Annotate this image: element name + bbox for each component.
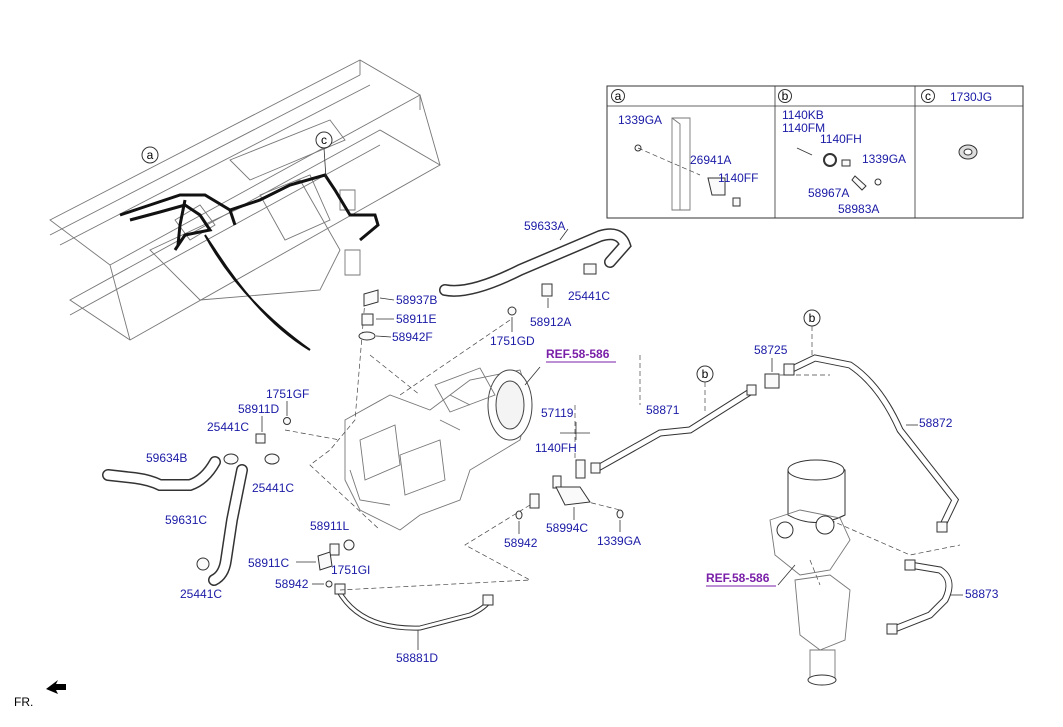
fitting-58911L [329, 543, 340, 556]
oring-58942F [358, 331, 376, 341]
legend-b-58983A: 58983A [838, 202, 879, 216]
clamp-25441C-top [583, 263, 597, 275]
oring-58942-l [325, 580, 333, 588]
legend-a-1140FF: 1140FF [718, 171, 758, 185]
oring-1751GI [343, 539, 355, 551]
line-58872 [783, 354, 960, 533]
label-58872: 58872 [919, 416, 953, 430]
label-25441C-l2: 25441C [252, 481, 294, 495]
callout-c-chassis: c [315, 131, 333, 179]
label-1339GA: 1339GA [597, 534, 641, 548]
svg-text:c: c [321, 133, 327, 147]
legend-c-part: 1730JG [950, 90, 992, 104]
label-59631C: 59631C [165, 513, 207, 527]
swoosh-leader [204, 234, 311, 351]
air-dryer [769, 459, 851, 686]
label-58881D: 58881D [396, 651, 438, 665]
line-58871 [590, 384, 757, 474]
washer-1751GD [507, 306, 517, 316]
label-58911E: 58911E [396, 312, 436, 326]
svg-text:b: b [809, 311, 816, 325]
svg-text:a: a [147, 148, 154, 162]
label-59634B: 59634B [146, 451, 187, 465]
hose-59633A [439, 228, 632, 297]
fitting-58911D [255, 433, 266, 444]
legend-b-id: b [782, 89, 789, 103]
hose-59634B [102, 456, 221, 491]
fitting-58912A [541, 283, 553, 297]
label-58725: 58725 [754, 343, 788, 357]
bolt-1140FH [552, 475, 562, 489]
label-58994C: 58994C [546, 521, 588, 535]
line-58873 [886, 559, 953, 635]
label-1751GI: 1751GI [331, 563, 370, 577]
legend-table: a b c 1730JG 1339GA 26941A 1140FF 1140KB… [606, 85, 1024, 219]
compressor-unit [344, 367, 533, 531]
clamp-25441C-l2 [264, 453, 280, 465]
label-58911C: 58911C [248, 556, 289, 570]
label-25441C-l3: 25441C [180, 587, 222, 601]
label-57119: 57119 [541, 406, 574, 420]
callout-b-58871: b [696, 365, 714, 412]
label-58911L: 58911L [310, 519, 349, 533]
label-58873: 58873 [965, 587, 999, 601]
callout-b-58872: b [803, 309, 821, 356]
hose-59631C [208, 464, 248, 586]
clamp-25441C-l1 [223, 453, 239, 465]
bracket-58994C [555, 486, 591, 506]
label-59633A: 59633A [524, 219, 565, 233]
label-25441C-l1: 25441C [207, 420, 249, 434]
fitting-58911C [317, 551, 333, 571]
label-58912A: 58912A [530, 315, 571, 329]
label-1140FH: 1140FH [535, 441, 577, 455]
legend-b-1140FH: 1140FH [820, 132, 862, 146]
legend-a-1339GA: 1339GA [618, 113, 662, 127]
fitting-58911E [361, 313, 374, 326]
callout-a-chassis: a [141, 146, 159, 164]
front-arrow-icon [46, 680, 66, 694]
svg-text:b: b [702, 367, 709, 381]
legend-b-1140FM: 1140FM [782, 121, 825, 135]
fitting-58725 [764, 373, 780, 389]
clamp-25441C-l3 [196, 557, 210, 571]
legend-a-26941A: 26941A [690, 153, 731, 167]
label-25441C-top: 25441C [568, 289, 610, 303]
washer-1751GF [283, 417, 291, 425]
fitting-57119-a [575, 459, 586, 479]
label-58871: 58871 [646, 403, 680, 417]
label-1751GF: 1751GF [266, 387, 309, 401]
line-58881D [334, 583, 494, 631]
legend-a-id: a [615, 89, 622, 103]
legend-b-58967A: 58967A [808, 186, 849, 200]
fitting-58937B [363, 289, 379, 307]
nut-1339GA [616, 509, 624, 519]
ref-motor: REF.58-586 [546, 347, 610, 361]
label-1751GD: 1751GD [490, 334, 535, 348]
legend-c-id: c [925, 89, 931, 103]
label-58942-r: 58942 [504, 536, 538, 550]
fr-label: FR. [14, 695, 33, 709]
fitting-57119-b [529, 493, 540, 509]
legend-b-1140KB: 1140KB [782, 108, 824, 122]
label-58911D: 58911D [238, 402, 279, 416]
label-58942F: 58942F [392, 330, 433, 344]
legend-b-1339GA: 1339GA [862, 152, 906, 166]
ref-dryer: REF.58-586 [706, 571, 770, 585]
construction-lines [284, 299, 961, 591]
label-58937B: 58937B [396, 293, 437, 307]
label-58942-l: 58942 [275, 577, 309, 591]
washer-58942-r [515, 510, 523, 520]
wiring-harness [119, 173, 380, 251]
